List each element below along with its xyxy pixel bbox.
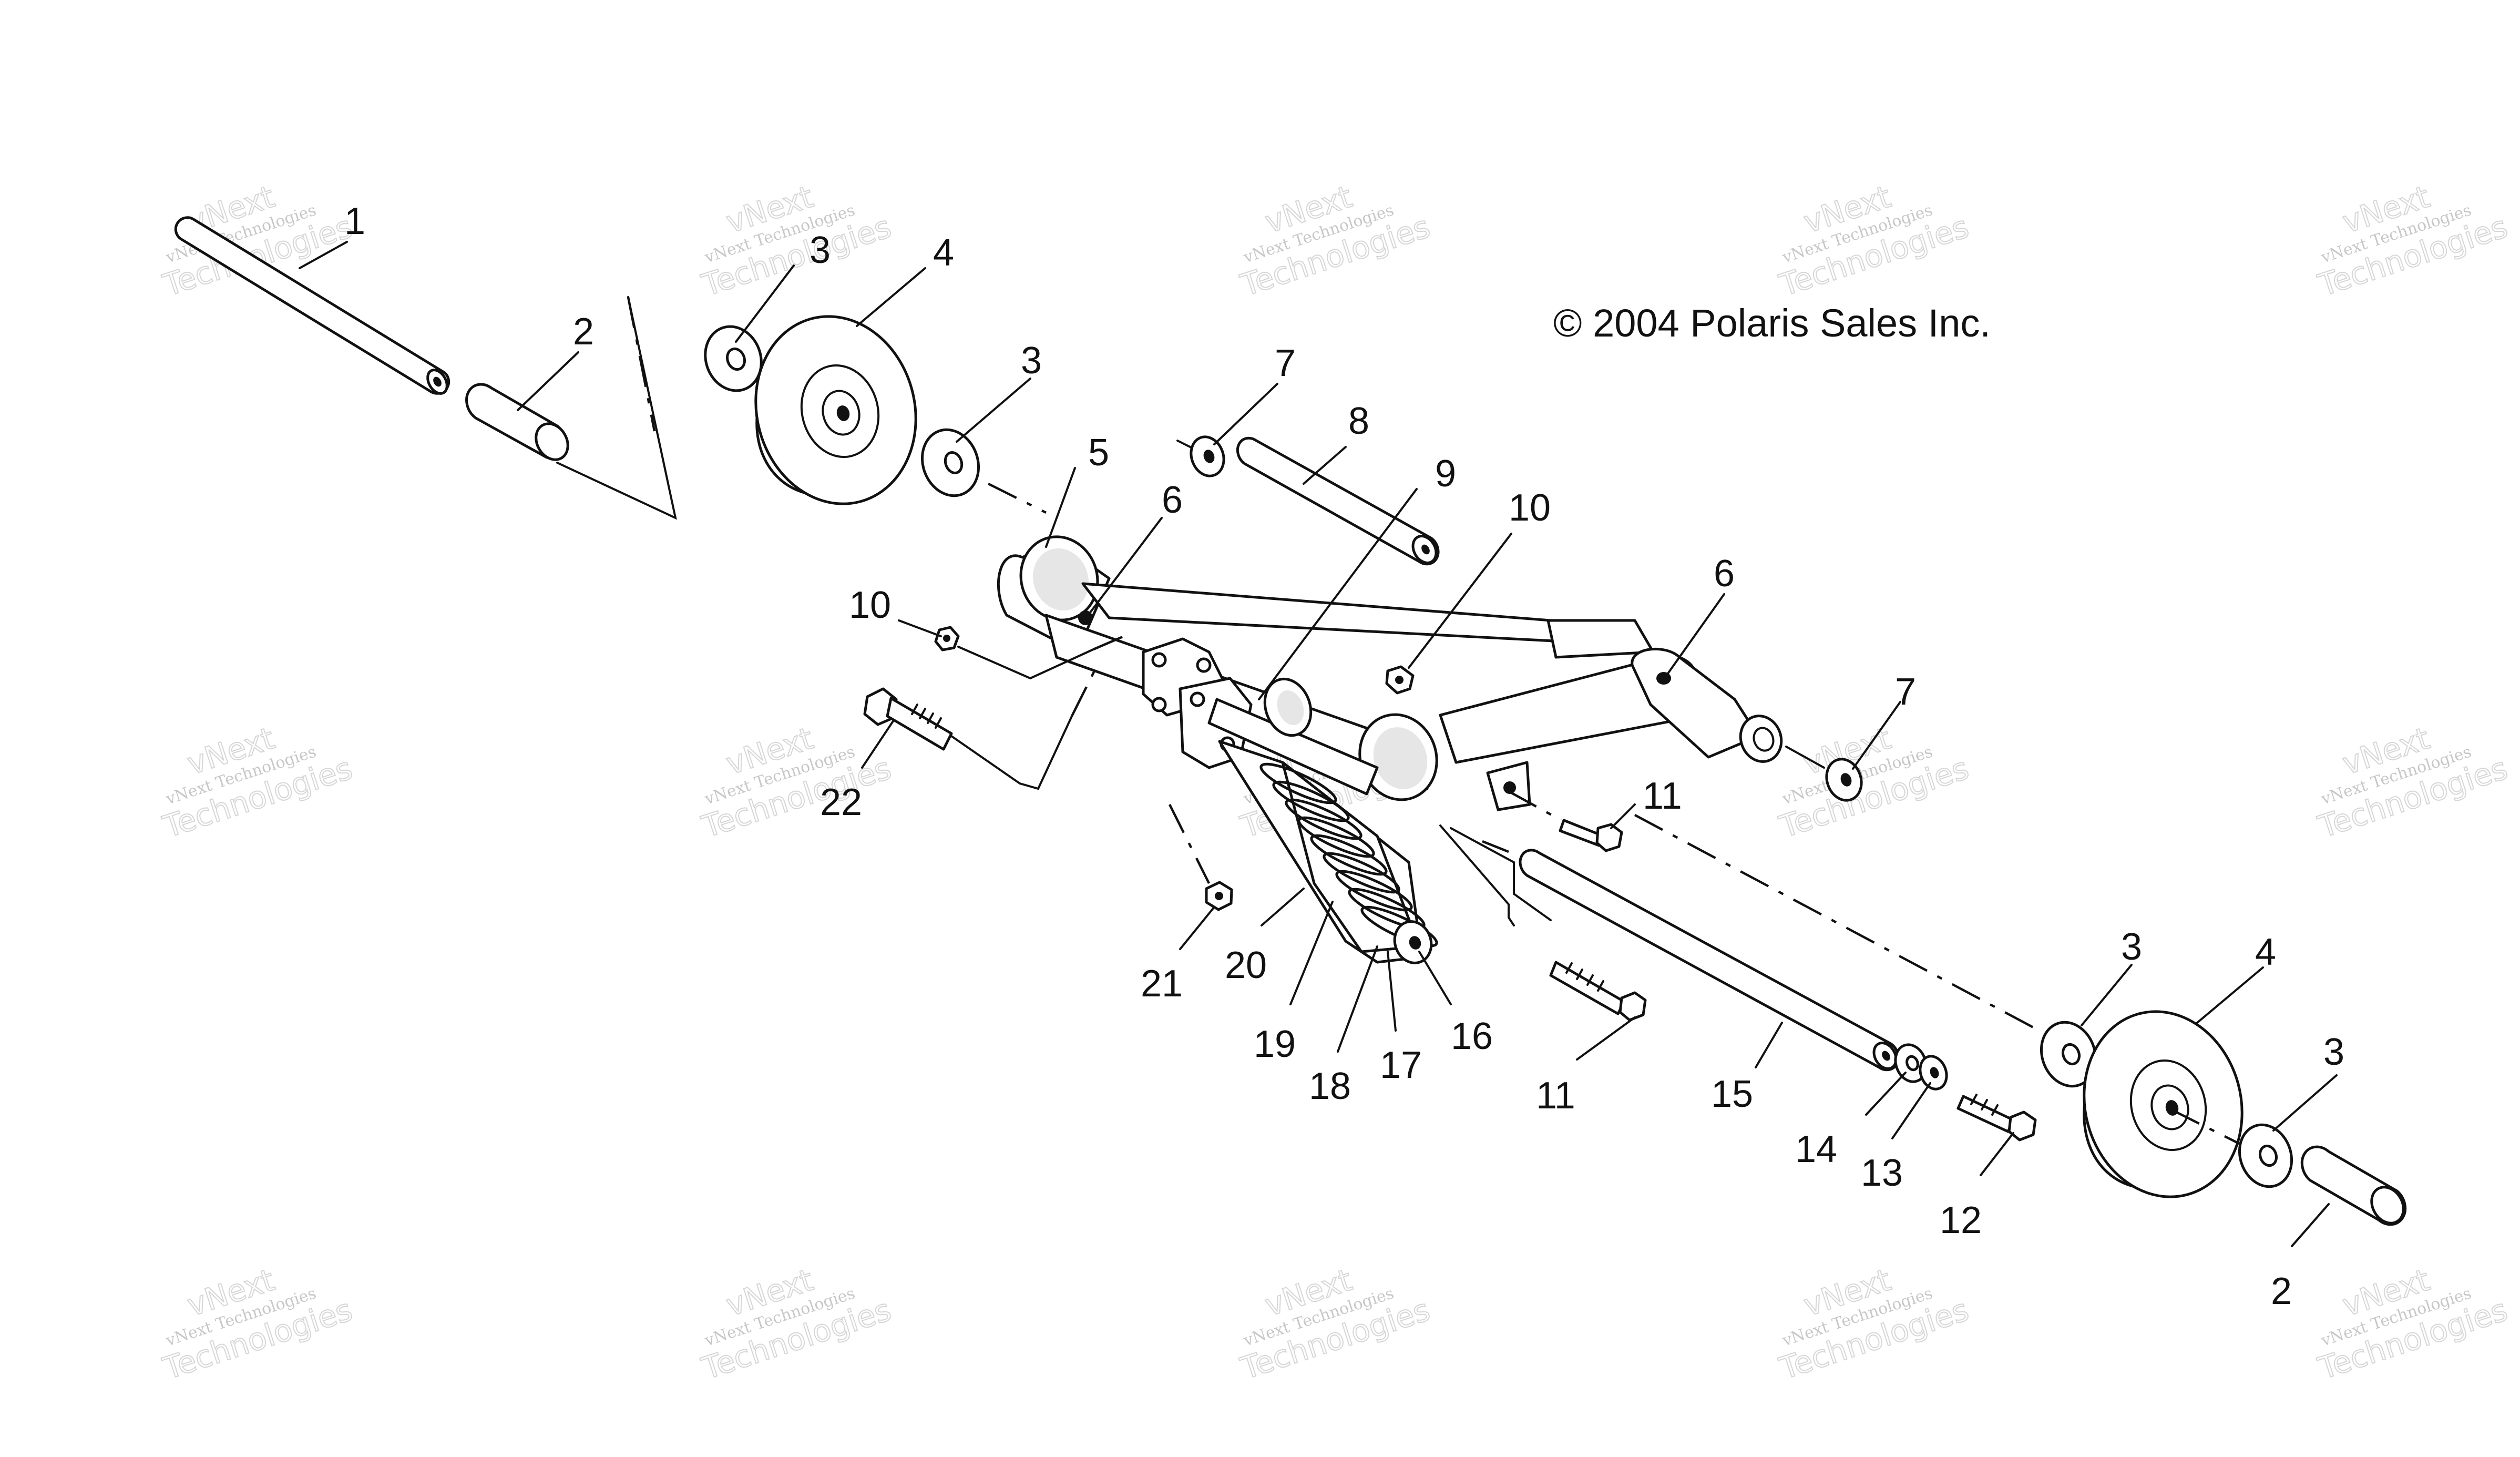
- spring-coil-1: [1272, 780, 1350, 822]
- copyright-text: © 2004 Polaris Sales Inc.: [1553, 301, 1991, 345]
- part-7-washer-right: [1785, 746, 1863, 802]
- callout-11: 11: [1643, 775, 1682, 817]
- callout-3-d: 3: [2323, 1031, 2344, 1073]
- callout-2-b: 2: [2271, 1270, 2292, 1312]
- callout-16: 16: [1451, 1015, 1493, 1057]
- callout-2: 2: [573, 311, 594, 353]
- callout-17: 17: [1380, 1044, 1422, 1086]
- callout-14: 14: [1795, 1128, 1837, 1170]
- part-8-pin: [1236, 436, 1440, 566]
- callout-22: 22: [820, 781, 862, 823]
- part-10-nut-left: [934, 626, 960, 651]
- spring-coil-6: [1335, 870, 1413, 912]
- callout-10: 10: [849, 584, 891, 626]
- callout-3-c: 3: [2121, 926, 2142, 968]
- spring-coil-2: [1285, 798, 1363, 840]
- part-12-bolt: [1956, 1094, 2037, 1142]
- callout-5: 5: [1088, 432, 1109, 474]
- part-14-washer: [1894, 1043, 1928, 1083]
- callout-6-b: 6: [1714, 553, 1735, 595]
- part-3-washer-lower-a: [2040, 1021, 2097, 1088]
- callout-10-b: 10: [1509, 487, 1551, 529]
- part-2-spacer-upper: [465, 383, 569, 461]
- part-1-shaft: [174, 216, 450, 395]
- part-13-washer: [1919, 1055, 1948, 1091]
- callout-3-b: 3: [1021, 340, 1042, 382]
- callout-12: 12: [1940, 1199, 1982, 1241]
- callout-18: 18: [1309, 1065, 1351, 1107]
- spring-coil-4: [1310, 834, 1388, 876]
- part-21-nut: [1205, 881, 1233, 911]
- part-3-washer-upper-b: [920, 428, 980, 497]
- part-10-nut-right: [1385, 665, 1415, 695]
- part-3-washer-upper-a: [704, 325, 763, 392]
- callout-13: 13: [1861, 1152, 1903, 1194]
- part-2-spacer-lower: [2300, 1145, 2407, 1226]
- callout-21: 21: [1141, 963, 1183, 1005]
- part-4-wheel-upper: [754, 315, 917, 505]
- leader-lines: [299, 241, 2338, 1247]
- callout-8: 8: [1348, 400, 1369, 442]
- callout-7-b: 7: [1895, 671, 1916, 713]
- spring-coil-5: [1323, 852, 1400, 894]
- spring-coil-0: [1259, 762, 1337, 804]
- callout-15: 15: [1711, 1073, 1753, 1115]
- callout-4: 4: [933, 232, 954, 274]
- callout-20: 20: [1225, 944, 1267, 986]
- part-22-bolt: [863, 687, 1021, 784]
- callout-7: 7: [1275, 342, 1296, 384]
- part-3-washer-lower-b: [2238, 1123, 2293, 1188]
- callout-19: 19: [1254, 1023, 1296, 1065]
- part-11-bolt-lower: [1549, 961, 1647, 1022]
- part-11-bolt-upper: [1508, 790, 1623, 852]
- callout-6: 6: [1162, 479, 1183, 521]
- part-16-lower-eye: [1393, 920, 1433, 964]
- callout-11-b: 11: [1536, 1075, 1575, 1117]
- callout-labels: 1 2 3 4 3 5 6 7 8 9 10 10 6 7 22 11 11 2…: [344, 200, 2344, 1312]
- spring-coil-3: [1297, 816, 1375, 858]
- part-15-shaft: [1519, 849, 1900, 1072]
- callout-1: 1: [344, 200, 365, 242]
- part-4-wheel-lower: [2083, 1010, 2244, 1198]
- callout-9: 9: [1435, 453, 1456, 495]
- part-7-washer-upper: [1176, 435, 1225, 477]
- callout-4-b: 4: [2255, 931, 2276, 973]
- callout-3: 3: [810, 229, 831, 271]
